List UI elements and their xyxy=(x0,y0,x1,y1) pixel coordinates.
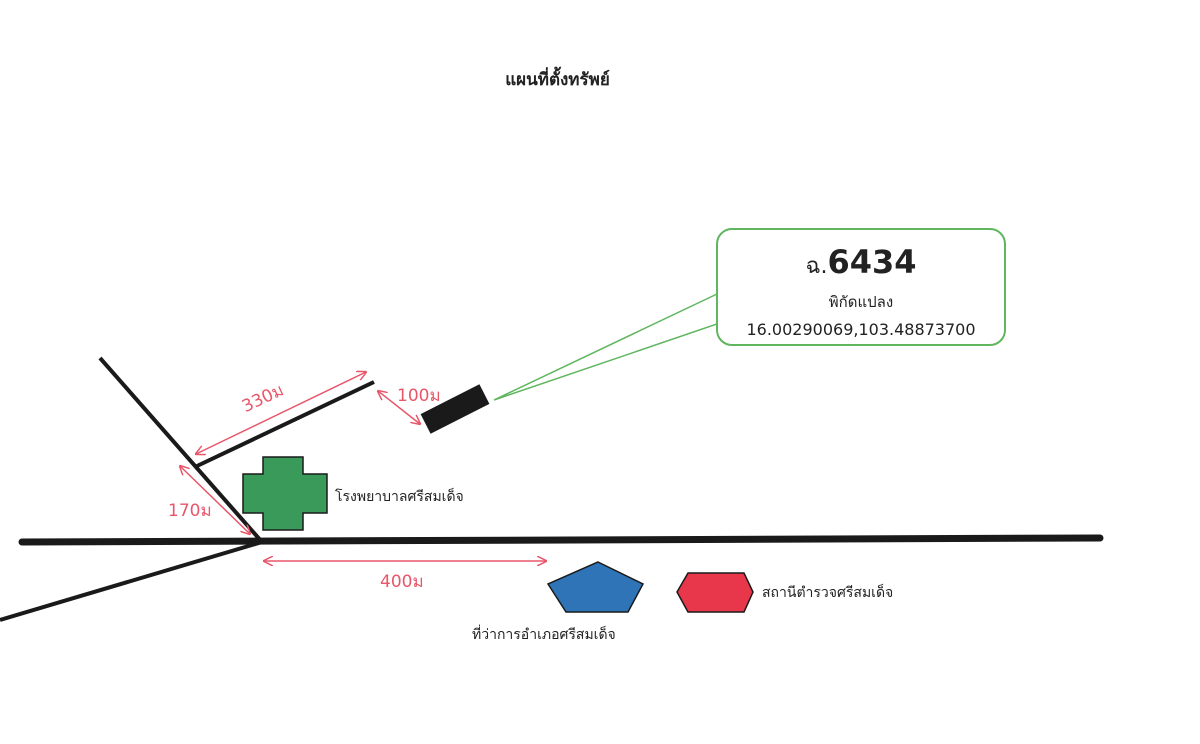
hexagon-icon xyxy=(676,572,754,613)
main-road xyxy=(18,534,1104,546)
distance-arrow-100 xyxy=(378,391,420,424)
cross-icon xyxy=(242,456,328,531)
parcel-callout: ฉ.6434 พิกัดแปลง 16.00290069,103.4887370… xyxy=(716,228,1006,346)
parcel-rectangle xyxy=(420,384,490,434)
southwest-road xyxy=(0,540,263,622)
distance-label-100: 100ม xyxy=(397,386,441,406)
pentagon-icon xyxy=(546,561,645,613)
district-office-label: ที่ว่าการอำเภอศรีสมเด็จ xyxy=(472,627,616,643)
deed-line: ฉ.6434 xyxy=(718,242,1004,288)
deed-prefix: ฉ. xyxy=(805,254,828,279)
page-title: แผนที่ตั้งทรัพย์ xyxy=(505,70,610,90)
distance-label-400: 400ม xyxy=(380,572,424,592)
distance-arrow-170 xyxy=(180,466,250,534)
coord-label: พิกัดแปลง xyxy=(828,293,894,311)
distance-arrow-330 xyxy=(196,372,366,454)
coord-value: 16.00290069,103.48873700 xyxy=(746,320,976,339)
deed-number: 6434 xyxy=(827,243,917,281)
hospital-label: โรงพยาบาลศรีสมเด็จ xyxy=(335,489,464,505)
distance-label-170: 170ม xyxy=(168,501,212,521)
callout-pointer xyxy=(493,292,718,401)
police-station-label: สถานีตำรวจศรีสมเด็จ xyxy=(762,585,894,601)
